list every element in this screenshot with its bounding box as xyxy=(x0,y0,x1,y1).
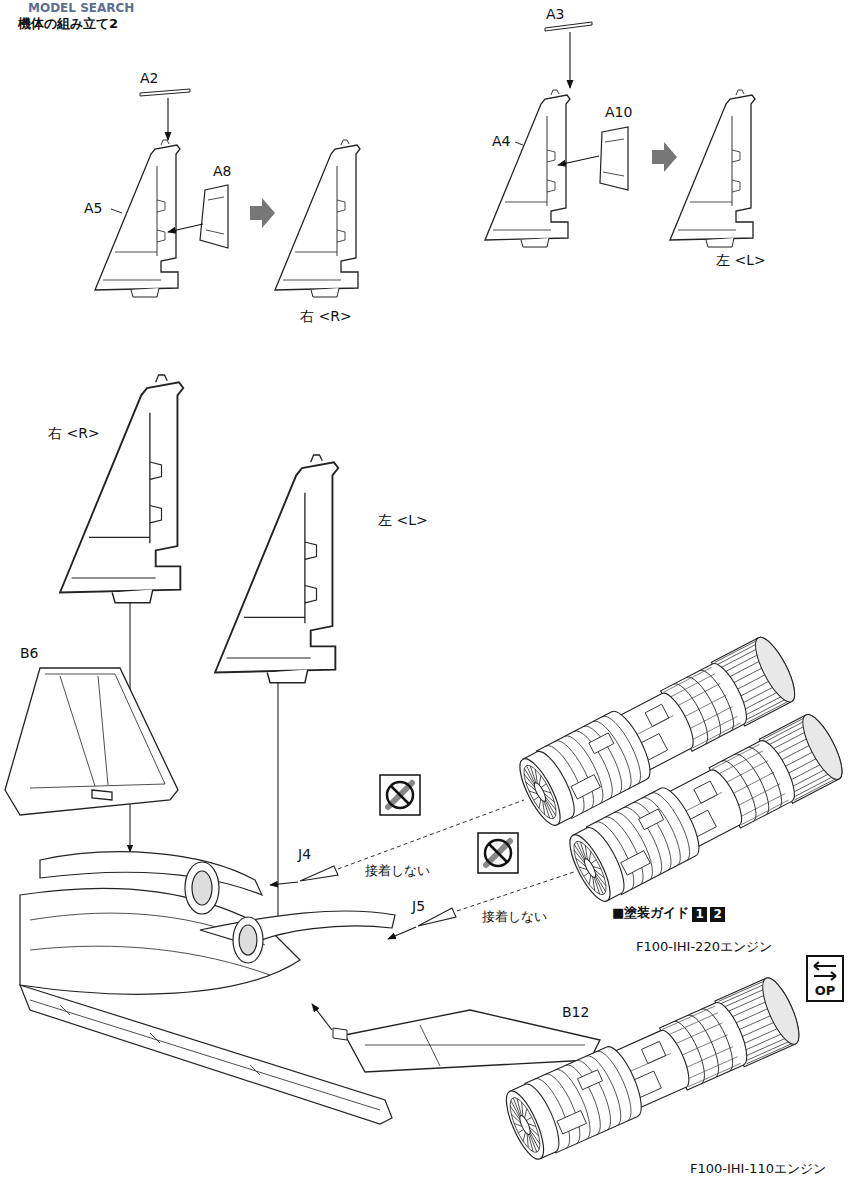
caption-text: ■塗装ガイド xyxy=(612,906,689,921)
fin-step-right xyxy=(95,89,360,297)
part-label: B12 xyxy=(562,1004,589,1020)
part-label: A10 xyxy=(605,104,632,120)
part-label: 左 <L> xyxy=(378,512,428,528)
engine-drawing xyxy=(562,708,850,907)
caption-text: F100-IHI-110エンジン xyxy=(690,1162,826,1177)
part-label: J5 xyxy=(412,898,425,914)
part-label: 右 <R> xyxy=(300,308,352,324)
fin-step-left xyxy=(485,22,755,247)
note-text: 接着しない xyxy=(482,910,547,925)
engines xyxy=(499,631,850,1165)
number-text: 1 xyxy=(692,907,707,922)
part-label: A2 xyxy=(140,70,158,86)
rear-fuselage xyxy=(20,852,395,1124)
option-badge: OP xyxy=(806,955,844,1002)
fin-install xyxy=(60,375,338,925)
page-title: 機体の組み立て2 xyxy=(18,17,118,32)
option-text: OP xyxy=(808,983,842,998)
part-label: A5 xyxy=(84,200,102,216)
stabilizer-b6 xyxy=(5,668,178,815)
option-icon xyxy=(814,962,836,980)
part-label: A3 xyxy=(546,6,564,22)
part-label: A4 xyxy=(492,133,510,149)
watermark: MODEL SEARCH xyxy=(28,2,134,16)
engine-drawing xyxy=(499,972,807,1165)
part-label: J4 xyxy=(298,846,311,862)
part-label: A8 xyxy=(213,163,231,179)
number-badge: 2 xyxy=(710,907,725,922)
part-label: 左 <L> xyxy=(716,252,766,268)
part-label: B6 xyxy=(20,645,39,661)
number-text: 2 xyxy=(710,907,725,922)
part-label: 右 <R> xyxy=(48,425,100,441)
number-badge: 1 xyxy=(692,907,707,922)
note-text: 接着しない xyxy=(365,864,430,879)
caption-text: F100-IHI-220エンジン xyxy=(636,940,772,955)
